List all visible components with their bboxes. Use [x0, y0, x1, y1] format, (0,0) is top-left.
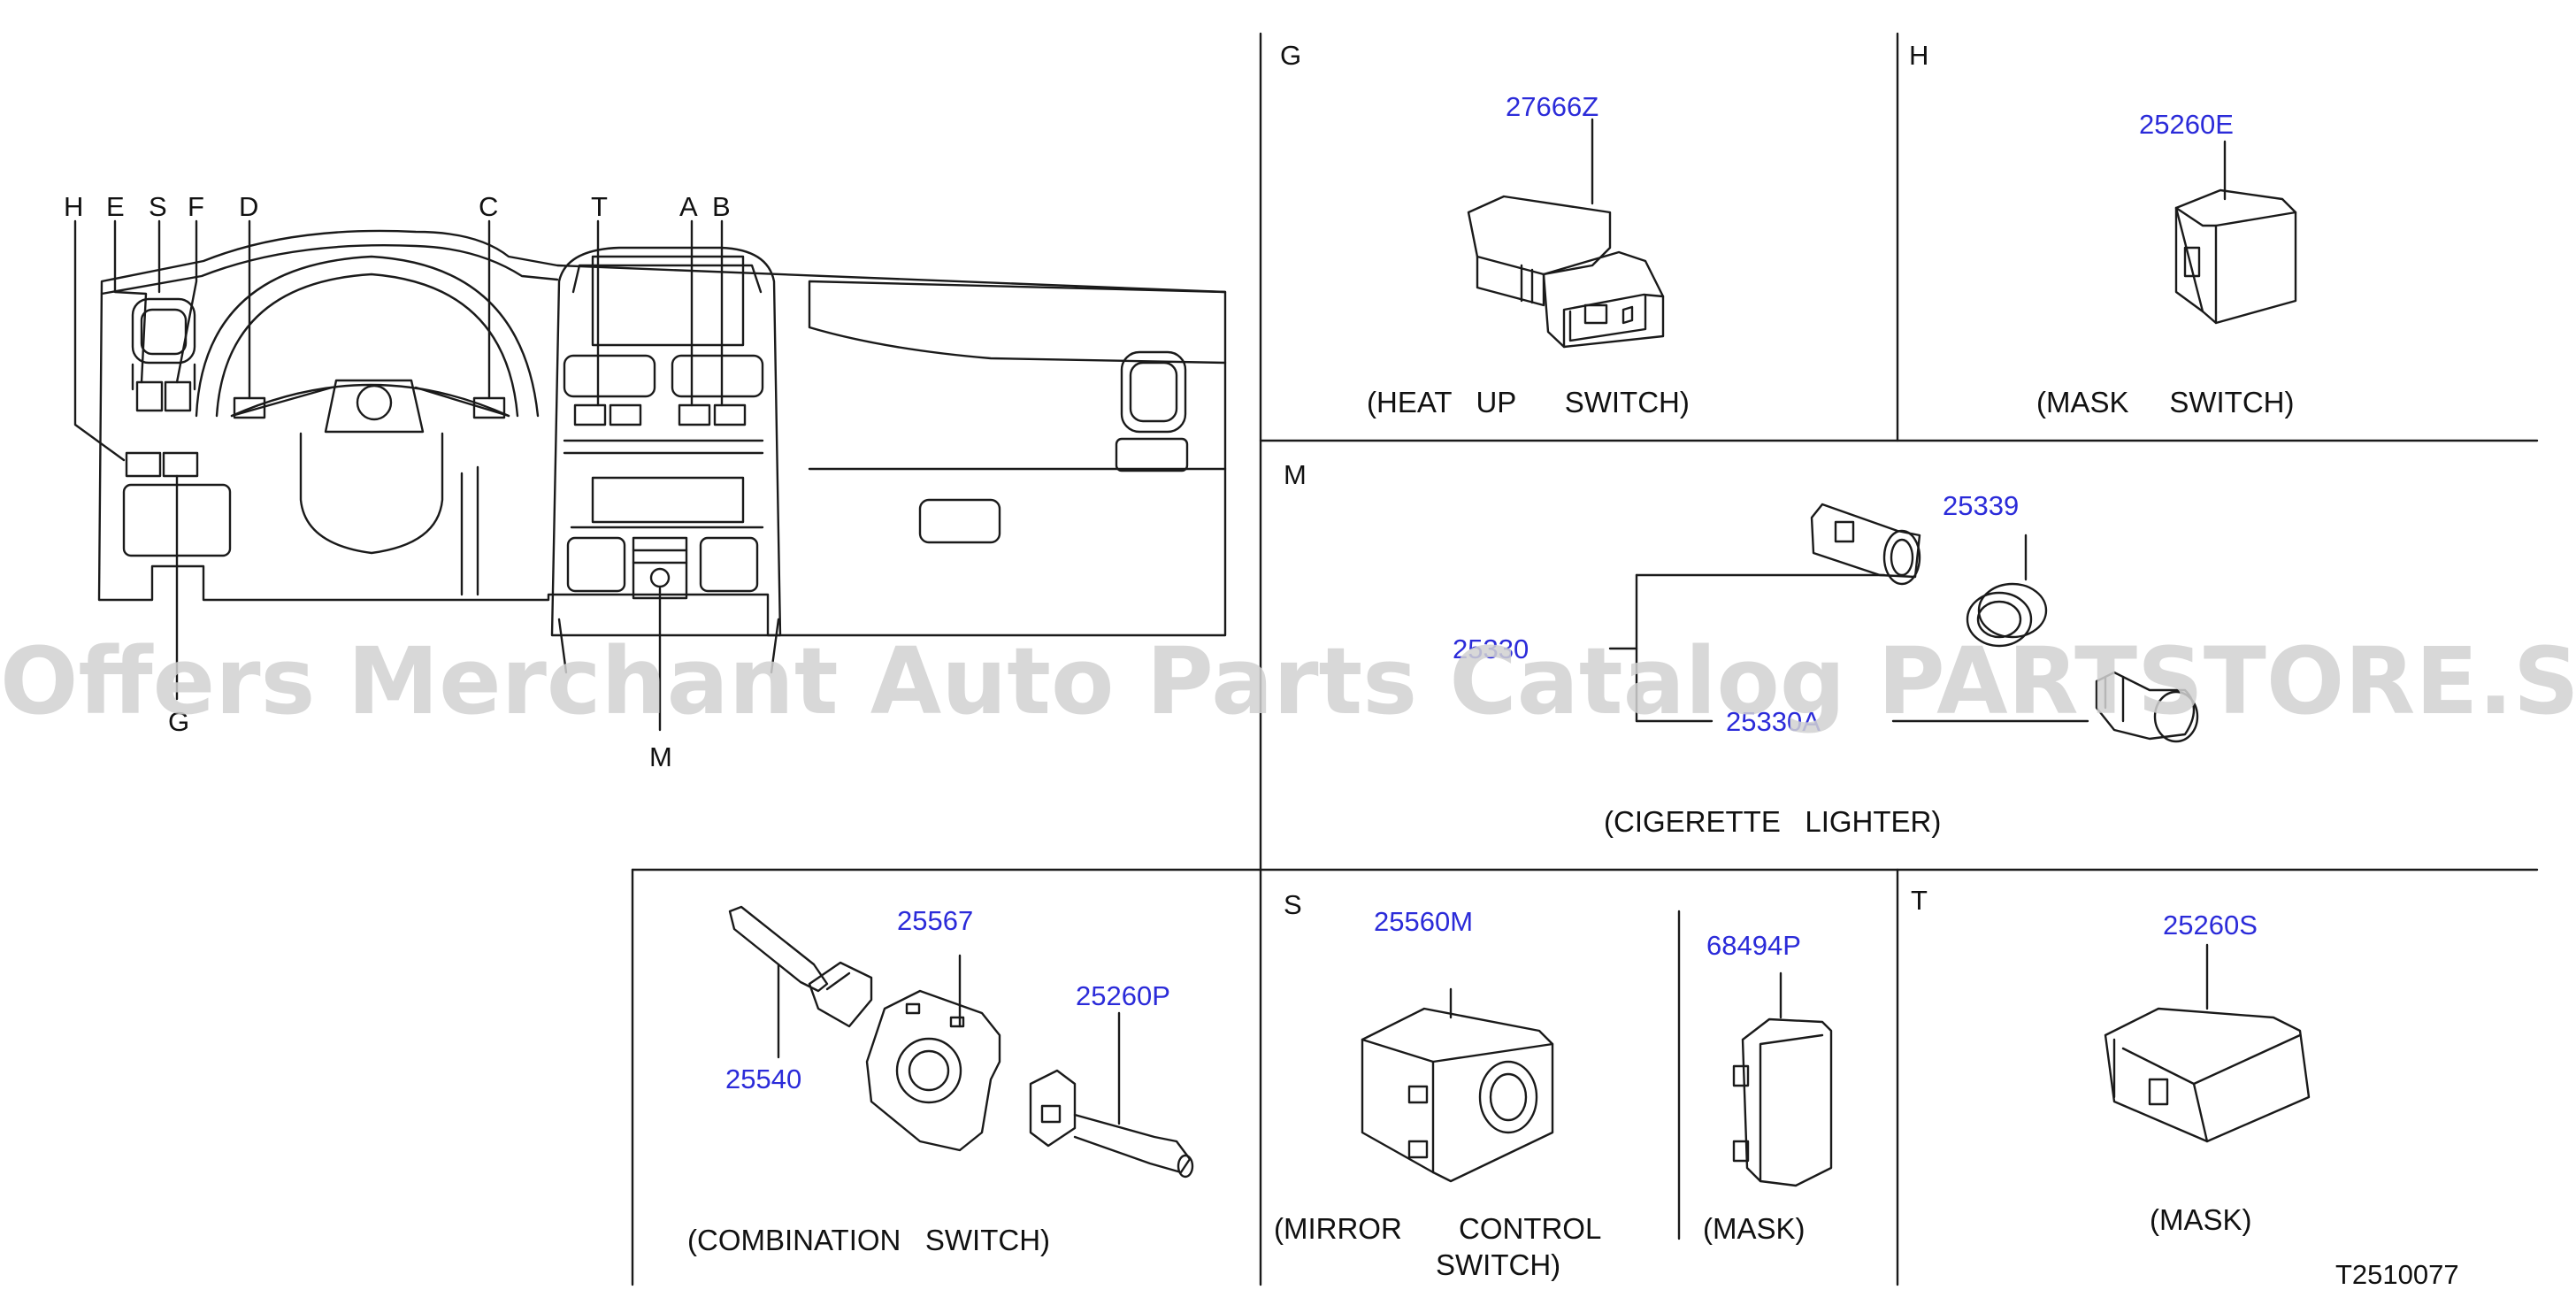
part-number-68494p: 68494P: [1706, 930, 1801, 961]
combination-switch-caption: (COMBINATION SWITCH): [687, 1224, 1051, 1256]
mask-blank-caption: (MASK): [1703, 1212, 1806, 1245]
callout-f: F: [188, 191, 204, 222]
callout-d: D: [239, 191, 259, 222]
callout-a: A: [679, 191, 698, 222]
callout-t: T: [591, 191, 608, 222]
dashboard-overview: [73, 219, 1227, 732]
callout-m: M: [649, 741, 672, 772]
callout-c: C: [479, 191, 499, 222]
part-number-25330: 25330: [1453, 633, 1530, 664]
panel-t-caption: (MASK): [2150, 1203, 2252, 1236]
cigarette-lighter-drawing: [1608, 503, 2199, 743]
part-number-25567: 25567: [897, 905, 974, 936]
part-number-27666z: 27666Z: [1506, 91, 1599, 122]
mirror-control-switch-drawing: [1361, 987, 1554, 1183]
watermark: Offers Merchant Auto Parts Catalog PARTS…: [0, 627, 2576, 735]
panel-m-letter: M: [1284, 459, 1307, 490]
mirror-control-caption-line2: SWITCH): [1436, 1248, 1561, 1281]
panel-h-letter: H: [1909, 40, 1929, 71]
part-number-25260s: 25260S: [2163, 910, 2258, 941]
part-number-25540: 25540: [725, 1063, 802, 1094]
callout-b: B: [712, 191, 731, 222]
mask-switch-drawing: [2174, 140, 2297, 325]
mirror-control-caption-line1: (MIRROR CONTROL: [1274, 1212, 1602, 1245]
part-number-25260e: 25260E: [2139, 109, 2234, 140]
heat-up-switch-drawing: [1467, 118, 1665, 349]
panel-m-caption: (CIGERETTE LIGHTER): [1604, 805, 1942, 838]
part-number-25339: 25339: [1943, 490, 2020, 521]
panel-h-caption: (MASK SWITCH): [2036, 386, 2295, 418]
mask-panel-t-drawing: [2104, 943, 2311, 1143]
mask-blank-drawing: [1677, 910, 1833, 1240]
panel-g-letter: G: [1280, 40, 1302, 71]
callout-h: H: [64, 191, 84, 222]
callout-g: G: [168, 706, 190, 737]
part-number-25330a: 25330A: [1726, 706, 1821, 737]
callout-e: E: [106, 191, 125, 222]
panel-g-caption: (HEAT UP SWITCH): [1367, 386, 1690, 418]
combination-switch-drawing: [728, 905, 1194, 1179]
part-number-25260p: 25260P: [1076, 980, 1170, 1011]
panel-grid: [631, 32, 2539, 1286]
callout-s: S: [149, 191, 167, 222]
part-number-25560m: 25560M: [1374, 906, 1474, 937]
drawing-code: T2510077: [2335, 1259, 2459, 1290]
panel-s-letter: S: [1284, 889, 1302, 920]
panel-t-letter: T: [1911, 885, 1928, 916]
